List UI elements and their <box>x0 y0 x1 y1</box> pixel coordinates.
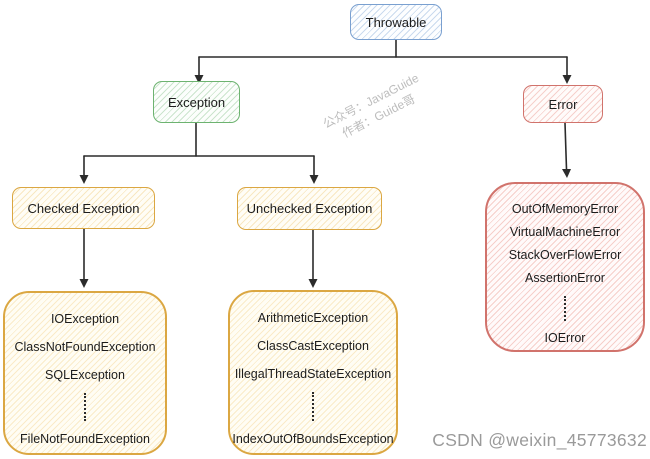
ellipsis-dotted-line <box>312 392 314 421</box>
node-error-label: Error <box>548 96 578 112</box>
node-unchecked-exception: Unchecked Exception <box>237 187 382 230</box>
node-exception-label: Exception <box>167 94 226 110</box>
list-item: FileNotFoundException <box>20 432 150 446</box>
ellipsis-dotted-line <box>84 393 86 421</box>
list-item: ClassCastException <box>257 339 369 353</box>
list-item: ClassNotFoundException <box>14 340 156 354</box>
checked-examples-box: IOException ClassNotFoundException SQLEx… <box>3 291 167 455</box>
list-item: IOError <box>544 331 586 345</box>
list-item: StackOverFlowError <box>508 248 622 262</box>
arrowheads <box>79 75 572 288</box>
node-throwable-label: Throwable <box>365 14 427 30</box>
node-checked-exception: Checked Exception <box>12 187 155 229</box>
line-error-down <box>564 122 568 170</box>
list-item: IllegalThreadStateException <box>234 367 392 381</box>
node-unchecked-exception-label: Unchecked Exception <box>246 201 373 216</box>
watermark-csdn-credit: CSDN @weixin_45773632 <box>432 430 647 450</box>
node-throwable: Throwable <box>350 4 442 40</box>
ellipsis-dotted-line <box>564 296 566 321</box>
list-item: IndexOutOfBoundsException <box>232 432 394 446</box>
node-checked-exception-label: Checked Exception <box>27 200 140 216</box>
list-item: ArithmeticException <box>257 311 369 325</box>
list-item: OutOfMemoryError <box>511 202 619 216</box>
list-item: IOException <box>50 312 120 326</box>
error-examples-box: OutOfMemoryError VirtualMachineError Sta… <box>485 182 645 352</box>
node-exception: Exception <box>153 81 240 123</box>
list-item: VirtualMachineError <box>509 225 621 239</box>
list-item: AssertionError <box>525 271 605 285</box>
node-error: Error <box>523 85 603 123</box>
unchecked-examples-box: ArithmeticException ClassCastException I… <box>228 290 398 455</box>
list-item: SQLException <box>45 368 125 382</box>
